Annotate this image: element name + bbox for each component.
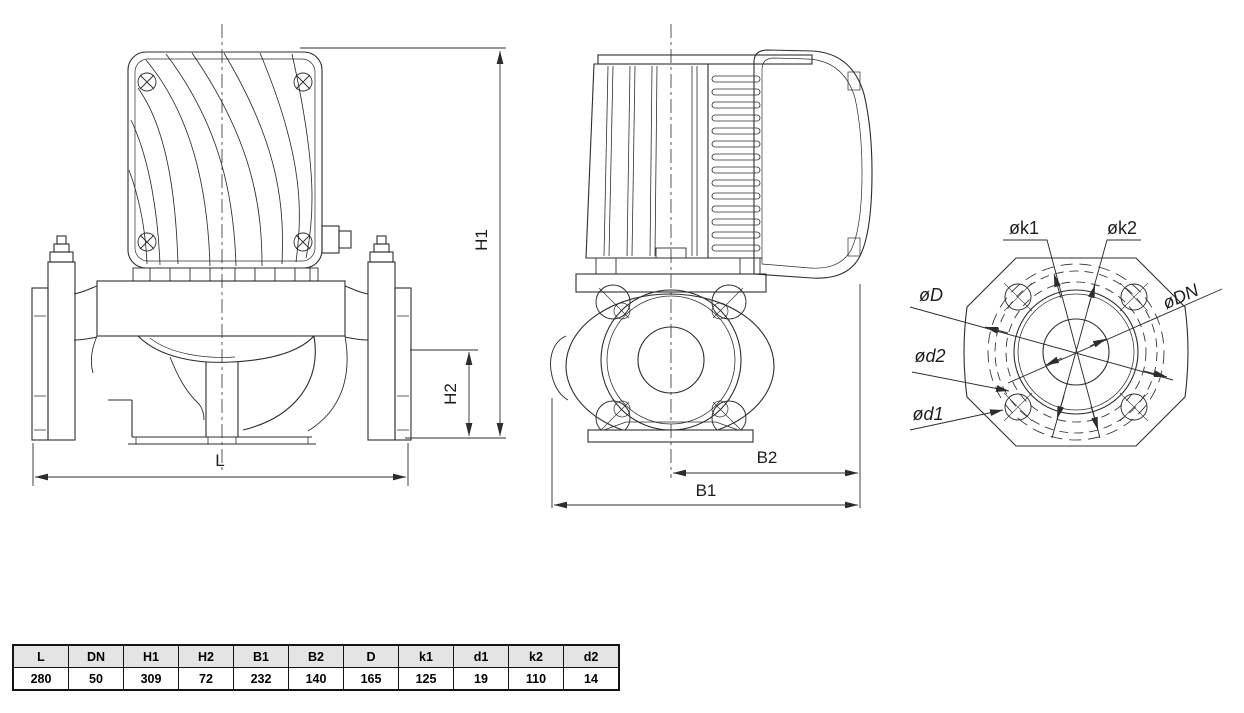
table-header-cell: D	[343, 644, 399, 668]
table-header-cell: H1	[123, 644, 179, 668]
motor-foot	[132, 267, 319, 282]
flange-label-D: øD	[919, 285, 943, 305]
flange-bolt-holes	[1003, 282, 1149, 422]
flange-dimension-lines	[909, 239, 1223, 439]
side-base	[587, 421, 754, 443]
corner-screw-icon	[137, 72, 313, 252]
flange-circles	[987, 263, 1165, 441]
table-header-cell: d2	[563, 644, 620, 668]
table-header-cell: L	[12, 644, 69, 668]
table-value-cell: 110	[508, 667, 564, 691]
dim-label-H2: H2	[441, 383, 460, 405]
table-value-cell: 125	[398, 667, 454, 691]
motor-housing	[127, 51, 352, 269]
flange-label-d2: ød2	[914, 346, 945, 366]
front-view: H1 H2 L	[31, 24, 506, 486]
table-value-cell: 14	[563, 667, 620, 691]
table-value-cell: 50	[68, 667, 124, 691]
table-value-cell: 309	[123, 667, 179, 691]
dim-label-L: L	[215, 451, 224, 470]
table-value-cell: 140	[288, 667, 344, 691]
bolt-holes	[595, 284, 747, 436]
table-value-cell: 19	[453, 667, 509, 691]
table-header-cell: B2	[288, 644, 344, 668]
flange-view: øk1 øk2 øD øDN ød2 ød1	[909, 218, 1223, 447]
terminal-box	[753, 49, 873, 279]
dim-label-H1: H1	[472, 229, 491, 251]
table-header-row: L DN H1 H2 B1 B2 D k1 d1 k2 d2	[12, 644, 620, 668]
dimension-table: L DN H1 H2 B1 B2 D k1 d1 k2 d2 280 50 30…	[12, 644, 620, 691]
dim-label-B2: B2	[757, 448, 778, 467]
pump-drawing: H1 H2 L	[31, 24, 1223, 509]
flange-label-d1: ød1	[912, 404, 943, 424]
motor-fin-block	[585, 54, 813, 259]
flange-label-k2: øk2	[1107, 218, 1137, 238]
motor-swirl-lines	[128, 52, 313, 267]
right-flange	[367, 235, 412, 441]
table-header-cell: DN	[68, 644, 124, 668]
table-value-cell: 280	[12, 667, 69, 691]
table-header-cell: B1	[233, 644, 289, 668]
vertical-ribs	[603, 65, 698, 257]
flange-octagon	[963, 257, 1189, 447]
table-value-cell: 232	[233, 667, 289, 691]
table-header-cell: H2	[178, 644, 234, 668]
side-view: B2 B1	[550, 24, 873, 509]
flange-label-DN: øDN	[1160, 279, 1203, 313]
side-view-dimensions	[551, 284, 861, 509]
cable-gland	[321, 225, 352, 254]
pump-base	[108, 399, 316, 445]
dim-label-B1: B1	[696, 481, 717, 500]
volute-flange-face	[550, 284, 775, 443]
table-header-cell: k2	[508, 644, 564, 668]
table-value-row: 280 50 309 72 232 140 165 125 19 110 14	[12, 667, 620, 691]
table-value-cell: 72	[178, 667, 234, 691]
left-flange	[31, 235, 76, 441]
flange-bolt-icon	[369, 235, 394, 263]
table-value-cell: 165	[343, 667, 399, 691]
motor-fin-stack	[711, 75, 761, 252]
flange-bolt-icon	[49, 235, 74, 263]
front-view-dimensions	[32, 47, 506, 486]
table-header-cell: k1	[398, 644, 454, 668]
flange-label-k1: øk1	[1009, 218, 1039, 238]
table-header-cell: d1	[453, 644, 509, 668]
pump-casing	[73, 280, 369, 445]
